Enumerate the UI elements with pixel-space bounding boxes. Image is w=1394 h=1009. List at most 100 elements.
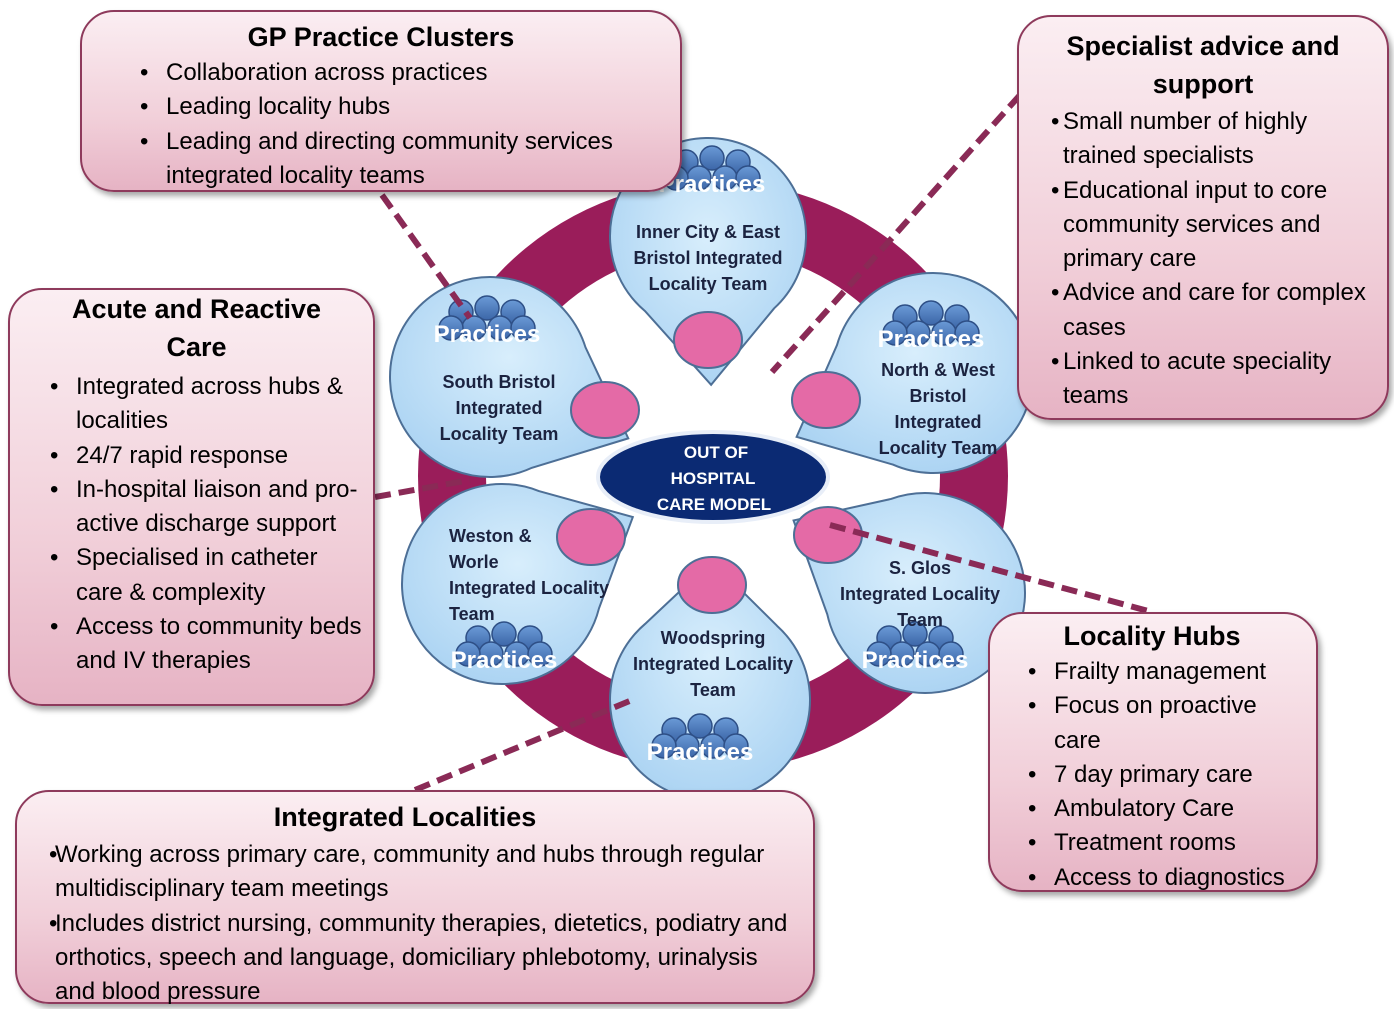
practice-dot (918, 300, 944, 326)
practice-dot (882, 320, 908, 346)
practice-dot (699, 145, 725, 171)
petal-label-line: South Bristol (443, 372, 556, 392)
locality-hubs-box: Locality Hubs Frailty management Focus o… (988, 612, 1318, 895)
specialist-advice-list: Small number of highly trained specialis… (1019, 105, 1377, 414)
practice-dot (651, 733, 677, 759)
petal-label-line: Team (897, 610, 943, 630)
practice-dot (723, 733, 749, 759)
list-item: Access to community beds and IV therapie… (30, 610, 363, 679)
list-item: In-hospital liaison and pro-active disch… (30, 473, 363, 542)
hub-node (677, 556, 747, 614)
practice-dot (438, 315, 464, 341)
callout-lines (374, 92, 1153, 793)
gp-practice-clusters-title: GP Practice Clusters (247, 22, 515, 52)
hub-node (791, 371, 861, 429)
practice-cluster-icon (651, 713, 749, 759)
callout-line-gp (379, 193, 473, 320)
practice-dot (954, 320, 980, 346)
practices-label: Practices (862, 647, 969, 674)
practice-dot (455, 641, 481, 667)
petal-label-line: Integrated (455, 398, 542, 418)
acute-reactive-care-box: Acute and Reactive Care Integrated acros… (8, 288, 375, 706)
practices-label: Practices (451, 647, 558, 674)
practices-label: Practices (434, 321, 541, 348)
practice-cluster-icon (455, 621, 553, 667)
petal-label-line: Worle (449, 552, 499, 572)
hub-node (673, 311, 743, 369)
practice-cluster-icon (882, 300, 980, 346)
practice-dot (491, 621, 517, 647)
practice-cluster-icon (438, 295, 536, 341)
center-line-1: OUT OF (684, 443, 748, 462)
list-item: Small number of highly trained specialis… (1019, 105, 1377, 174)
locality-hubs-list: Frailty management Focus on proactive ca… (1008, 655, 1306, 895)
petal-label-line: Integrated Locality (449, 578, 609, 598)
petal-label-line: Locality Team (649, 274, 768, 294)
list-item: Specialised in catheter care & complexit… (30, 541, 363, 610)
petal-label-line: Weston & (449, 526, 532, 546)
practice-dot (527, 641, 553, 667)
center-hub: OUT OF HOSPITAL CARE MODEL (596, 430, 830, 524)
petal-label-line: Team (449, 604, 495, 624)
list-item: Access to diagnostics (1008, 861, 1306, 896)
specialist-advice-box: Specialist advice and support Small numb… (1017, 15, 1389, 420)
integrated-localities-title: Integrated Localities (273, 802, 537, 832)
list-item: Advice and care for complex cases (1019, 276, 1377, 345)
callout-line-acute (374, 477, 471, 500)
petal-label-line: Bristol Integrated (633, 248, 782, 268)
practice-dot (474, 295, 500, 321)
hub-node (556, 508, 626, 566)
petal-label-line: North & West (881, 360, 995, 380)
practice-cluster-icon (866, 621, 964, 667)
gp-practice-clusters-box: GP Practice Clusters Collaboration acros… (80, 10, 682, 192)
practice-dot (902, 621, 928, 647)
practice-dot (510, 315, 536, 341)
center-ellipse (596, 430, 830, 524)
list-item: Working across primary care, community a… (17, 838, 793, 907)
list-item: Ambulatory Care (1008, 792, 1306, 827)
callout-line-hubs (829, 522, 1153, 615)
practice-dot (866, 641, 892, 667)
list-item: Leading locality hubs (120, 90, 662, 125)
center-line-3: CARE MODEL (657, 495, 771, 514)
list-item: 24/7 rapid response (30, 439, 363, 474)
list-item: Frailty management (1008, 655, 1306, 690)
petal-label-line: Team (690, 680, 736, 700)
list-item: Integrated across hubs & localities (30, 370, 363, 439)
integrated-localities-box: Integrated Localities Working across pri… (15, 790, 815, 1005)
petal-label-line: Integrated Locality (840, 584, 1000, 604)
practice-dot (687, 713, 713, 739)
list-item: Focus on proactive care (1008, 689, 1306, 758)
callout-line-specialist (769, 92, 1023, 375)
petal-label-line: Integrated (894, 412, 981, 432)
locality-hubs-title: Locality Hubs (1063, 621, 1241, 651)
hub-node (793, 506, 863, 564)
list-item: Collaboration across practices (120, 56, 662, 91)
hub-node (570, 381, 640, 439)
list-item: Treatment rooms (1008, 826, 1306, 861)
center-line-2: HOSPITAL (671, 469, 756, 488)
list-item: Linked to acute speciality teams (1019, 345, 1377, 414)
list-item: Educational input to core community serv… (1019, 174, 1377, 277)
petal-label-line: Bristol (909, 386, 966, 406)
acute-reactive-care-title: Acute and Reactive Care (71, 294, 322, 362)
list-item: 7 day primary care (1008, 758, 1306, 793)
practice-dot (735, 165, 761, 191)
callout-line-integrated (413, 697, 634, 793)
petal-shape (609, 137, 807, 387)
petal-label-line: Locality Team (440, 424, 559, 444)
acute-reactive-care-list: Integrated across hubs & localities 24/7… (30, 370, 363, 679)
list-item: Includes district nursing, community the… (17, 907, 793, 1009)
practice-dot (938, 641, 964, 667)
petal-label-line: Inner City & East (636, 222, 780, 242)
specialist-advice-title: Specialist advice and support (1066, 31, 1340, 99)
list-item: Leading and directing community services… (120, 125, 662, 194)
gp-practice-clusters-list: Collaboration across practices Leading l… (120, 56, 662, 193)
petal-label-line: Woodspring (661, 628, 766, 648)
